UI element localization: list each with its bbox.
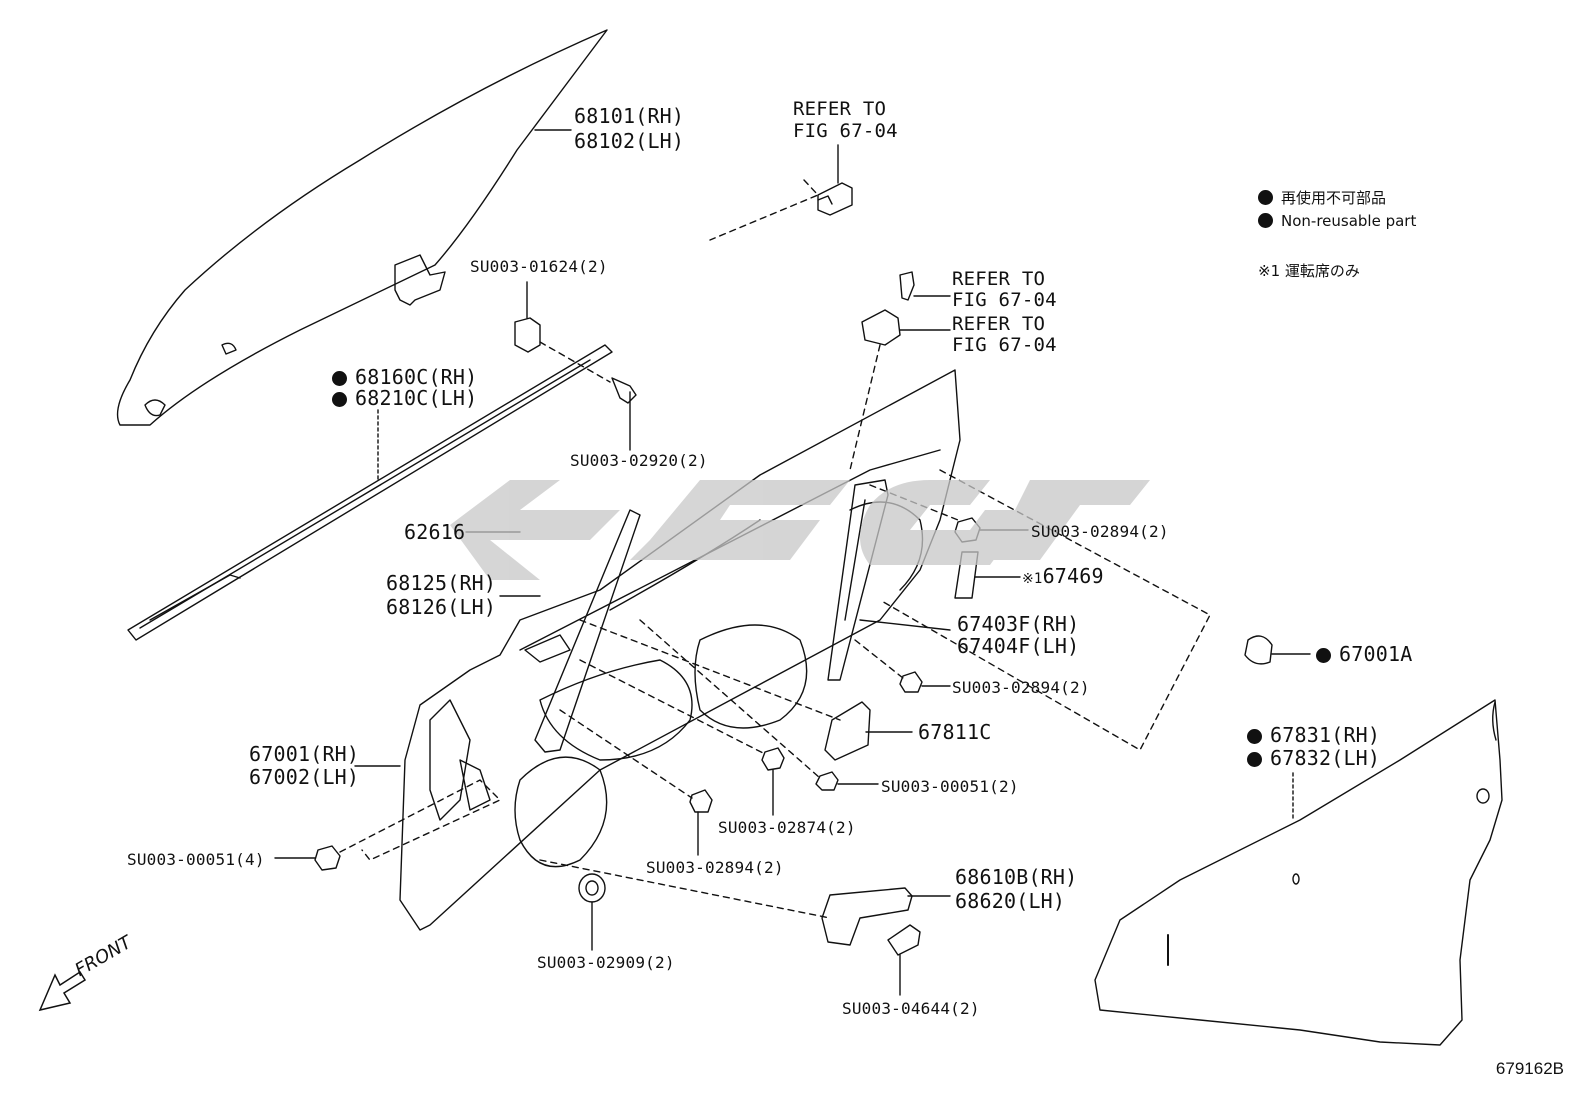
screw-02920 xyxy=(611,377,637,451)
screen-lh-label: 67832(LH) xyxy=(1247,748,1380,769)
grommet-67001A-label: 67001A xyxy=(1316,644,1412,665)
regulator-lh-label: 67404F(LH) xyxy=(957,634,1080,658)
clip-01624 xyxy=(514,317,541,353)
bracket-67811C-label: 67811C xyxy=(918,720,992,744)
nut-02894-b-label: SU003-02894(2) xyxy=(952,678,1090,697)
glass-lh-label: 68102(LH) xyxy=(574,129,685,153)
clip-01624-label: SU003-01624(2) xyxy=(470,257,608,276)
upper-clip xyxy=(817,182,853,216)
plug-02909-label: SU003-02909(2) xyxy=(537,953,675,972)
screw-02920-label: SU003-02920(2) xyxy=(570,451,708,470)
nut-02894-c-label: SU003-02894(2) xyxy=(646,858,784,877)
nut-02894-b xyxy=(899,671,951,693)
nut-00051-a xyxy=(274,845,341,871)
bolt-04644 xyxy=(887,924,921,996)
regulator-rh-label: 67403F(RH) xyxy=(957,612,1080,636)
door-check-rh-label: 68610B(RH) xyxy=(955,865,1078,889)
refer-mid-b-line2: FIG 67-04 xyxy=(952,334,1057,356)
nut-00051-b-label: SU003-00051(2) xyxy=(881,777,1019,796)
window-sash xyxy=(524,509,641,753)
nut-02894-a xyxy=(954,517,1029,543)
panel-lh-label: 67002(LH) xyxy=(249,765,360,789)
bracket-67811C xyxy=(824,701,913,761)
part-67469 xyxy=(954,551,1021,599)
bolt-04644-label: SU003-04644(2) xyxy=(842,999,980,1018)
non-reusable-dot xyxy=(1247,729,1262,744)
legend-item-japanese: 再使用不可部品 xyxy=(1258,187,1386,208)
front-arrow xyxy=(38,970,87,1012)
panel-rh-label: 67001(RH) xyxy=(249,742,360,766)
non-reusable-dot xyxy=(1316,648,1331,663)
legend-item-english: Non-reusable part xyxy=(1258,212,1416,230)
refer-screw xyxy=(899,271,951,301)
figure-number: 679162B xyxy=(1495,1059,1564,1078)
water-shield xyxy=(1094,699,1503,1046)
legend-note: ※1 運転席のみ xyxy=(1258,262,1360,280)
refer-top-line1: REFER TO xyxy=(793,98,887,120)
refer-mid-b-line1: REFER TO xyxy=(952,313,1046,335)
nut-02874 xyxy=(761,747,785,816)
non-reusable-dot xyxy=(332,371,347,386)
seal-lh-label: 68210C(LH) xyxy=(332,388,477,409)
sash-rh-label: 68125(RH) xyxy=(386,571,497,595)
refer-mid-a-line1: REFER TO xyxy=(952,268,1046,290)
nut-00051-b xyxy=(815,771,879,791)
belt-weatherstrip xyxy=(127,344,613,641)
glass-rh-label: 68101(RH) xyxy=(574,104,685,128)
door-check-lh-label: 68620(LH) xyxy=(955,889,1066,913)
non-reusable-dot xyxy=(1247,752,1262,767)
refer-mid-a-line2: FIG 67-04 xyxy=(952,289,1057,311)
part-67469-label: ※167469 xyxy=(1022,564,1104,588)
refer-top-line2: FIG 67-04 xyxy=(793,120,898,142)
nut-02894-a-label: SU003-02894(2) xyxy=(1031,522,1169,541)
part-62616-label: 62616 xyxy=(404,520,466,544)
seal-rh-label: 68160C(RH) xyxy=(332,367,477,388)
nut-02894-c xyxy=(689,789,713,856)
door-glass xyxy=(116,29,608,426)
legend-dot-icon xyxy=(1258,190,1273,205)
refer-bracket xyxy=(861,309,951,346)
screen-rh-label: 67831(RH) xyxy=(1247,725,1380,746)
door-check xyxy=(821,887,951,946)
plug-02909 xyxy=(578,873,606,951)
nut-02874-label: SU003-02874(2) xyxy=(718,818,856,837)
nut-00051-a-label: SU003-00051(4) xyxy=(127,850,265,869)
legend-dot-icon xyxy=(1258,213,1273,228)
grommet-67001A xyxy=(1244,635,1311,665)
non-reusable-dot xyxy=(332,392,347,407)
regulator-rail xyxy=(827,479,889,681)
sash-lh-label: 68126(LH) xyxy=(386,595,497,619)
